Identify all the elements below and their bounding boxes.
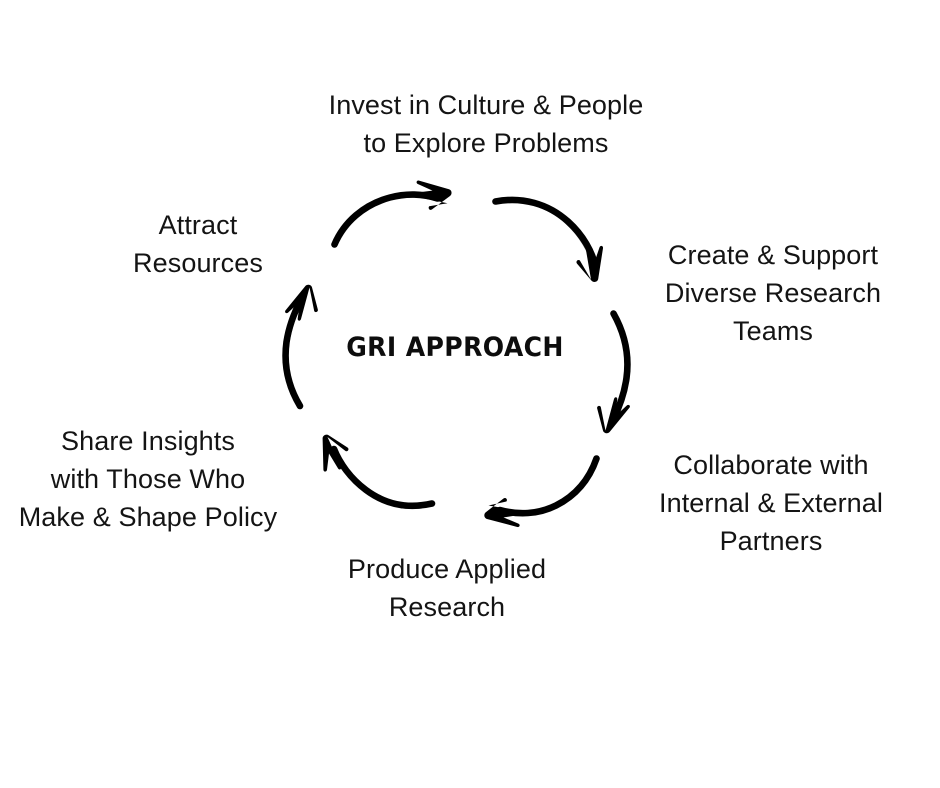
cycle-step-label-share: Share Insights with Those Who Make & Sha…: [18, 426, 278, 532]
arrow-lower-right-to-bottom: [484, 455, 600, 528]
cycle-step-label-invest: Invest in Culture & People to Explore Pr…: [328, 90, 644, 158]
cycle-step-label-collaborate: Collaborate with Internal & External Par…: [658, 450, 884, 556]
arrow-top-left-to-top: [331, 180, 452, 248]
arrow-lower-left-to-upper-left: [282, 284, 318, 410]
cycle-step-label-attract: Attract Resources: [133, 210, 263, 278]
center-label: GRI APPROACH: [346, 332, 564, 363]
cycle-step-label-create: Create & Support Diverse Research Teams: [664, 240, 882, 346]
arrow-top-to-upper-right: [492, 196, 604, 282]
arrow-upper-right-to-lower-right: [597, 310, 631, 434]
arrow-bottom-to-lower-left: [322, 434, 436, 509]
cycle-step-label-produce: Produce Applied Research: [347, 554, 547, 622]
